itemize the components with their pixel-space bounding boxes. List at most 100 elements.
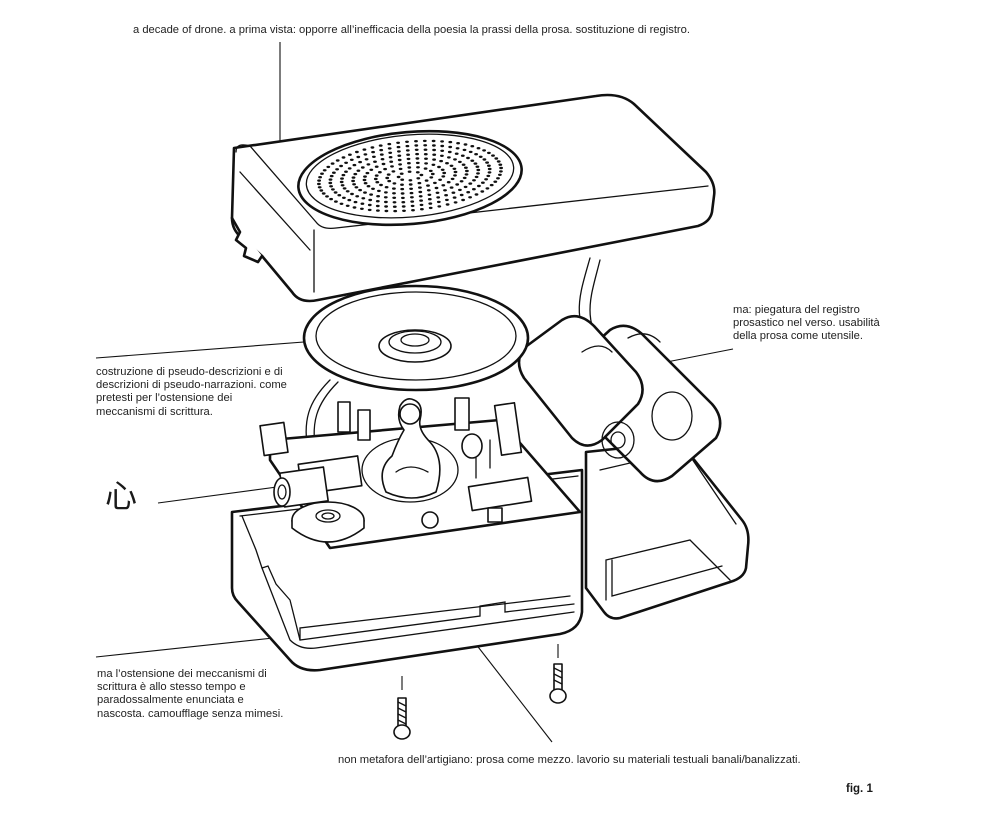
grille-hole [407,166,412,169]
grille-hole [355,150,359,154]
grille-hole [325,195,329,198]
grille-hole [496,160,501,163]
leader-bottomleft [95,635,293,658]
grille-hole [379,153,384,156]
grille-hole [447,156,451,159]
grille-hole [452,167,457,170]
grille-hole [373,177,378,181]
grille-hole [409,187,413,190]
grille-hole [428,206,433,210]
grille-hole [487,164,491,167]
grille-hole [392,182,397,185]
grille-hole [365,171,370,175]
grille-hole [450,177,455,181]
grille-hole [406,157,411,161]
grille-hole [445,203,450,206]
grille-hole [411,209,415,212]
grille-hole [453,158,457,161]
grille-hole [482,158,487,161]
grille-hole [392,201,397,204]
grille-hole [364,158,369,161]
grille-hole [443,189,447,192]
grille-hole [414,148,419,151]
grille-hole [376,195,380,198]
grille-hole [371,150,375,154]
grille-hole [420,208,424,211]
grille-hole [342,187,347,190]
grille-hole [329,185,333,188]
speaker-cone [302,284,530,392]
grille-hole [409,191,414,195]
grille-hole [398,163,402,166]
grille-hole [366,185,371,188]
grille-hole [322,169,327,172]
grille-hole [491,154,495,157]
grille-hole [400,183,404,186]
grille-hole [415,161,420,165]
grille-hole [348,153,352,156]
grille-hole [432,158,436,161]
grille-hole [419,203,424,207]
grille-hole [416,166,420,169]
grille-hole [441,175,446,178]
grille-hole [389,160,394,163]
grille-hole [440,140,444,143]
grille-hole [436,200,441,204]
grille-hole [437,165,441,169]
grille-hole [462,148,467,152]
kanji-heart-label: 心 [105,477,138,515]
grille-hole [397,154,402,157]
grille-hole [429,176,434,179]
grille-hole [487,167,492,171]
grille-hole [445,198,449,202]
grille-hole [461,198,465,202]
grille-hole [349,158,354,161]
grille-hole [438,178,442,181]
grille-hole [427,193,432,196]
grille-hole [378,171,382,174]
grille-hole [461,163,466,166]
grille-hole [356,169,361,172]
grille-hole [415,152,419,156]
speaker-grille [297,129,523,227]
grille-hole [360,166,365,169]
grille-hole [370,146,375,149]
grille-hole [458,160,462,164]
grille-hole [334,200,338,203]
grille-hole [423,167,428,170]
grille-hole [377,189,381,193]
grille-hole [328,178,333,181]
grille-hole [415,171,420,174]
grille-hole [363,153,368,156]
grille-hole [499,170,503,173]
grille-hole [375,204,380,208]
grille-hole [468,150,473,154]
grille-hole [368,198,373,202]
grille-hole [400,192,405,195]
grille-hole [363,191,367,194]
grille-hole [383,196,388,199]
annotation-left: costruzione di pseudo-descrizioni e di d… [96,366,287,418]
grille-hole [379,148,384,152]
grille-hole [481,181,485,184]
grille-hole [449,186,454,189]
grille-hole [328,181,333,185]
grille-hole [470,145,475,148]
grille-hole [405,140,409,143]
grille-hole [448,140,453,144]
grille-hole [361,197,366,200]
grille-hole [434,186,439,190]
grille-hole [335,168,339,171]
grille-hole [353,172,358,176]
grille-hole [390,165,394,168]
grille-hole [400,178,405,181]
grille-hole [487,171,492,174]
grille-hole [428,202,433,205]
grille-hole [353,200,358,204]
grille-hole [360,207,364,210]
grille-hole [329,174,334,178]
grille-hole [441,184,446,187]
grille-hole [476,172,480,175]
grille-hole [401,196,405,200]
